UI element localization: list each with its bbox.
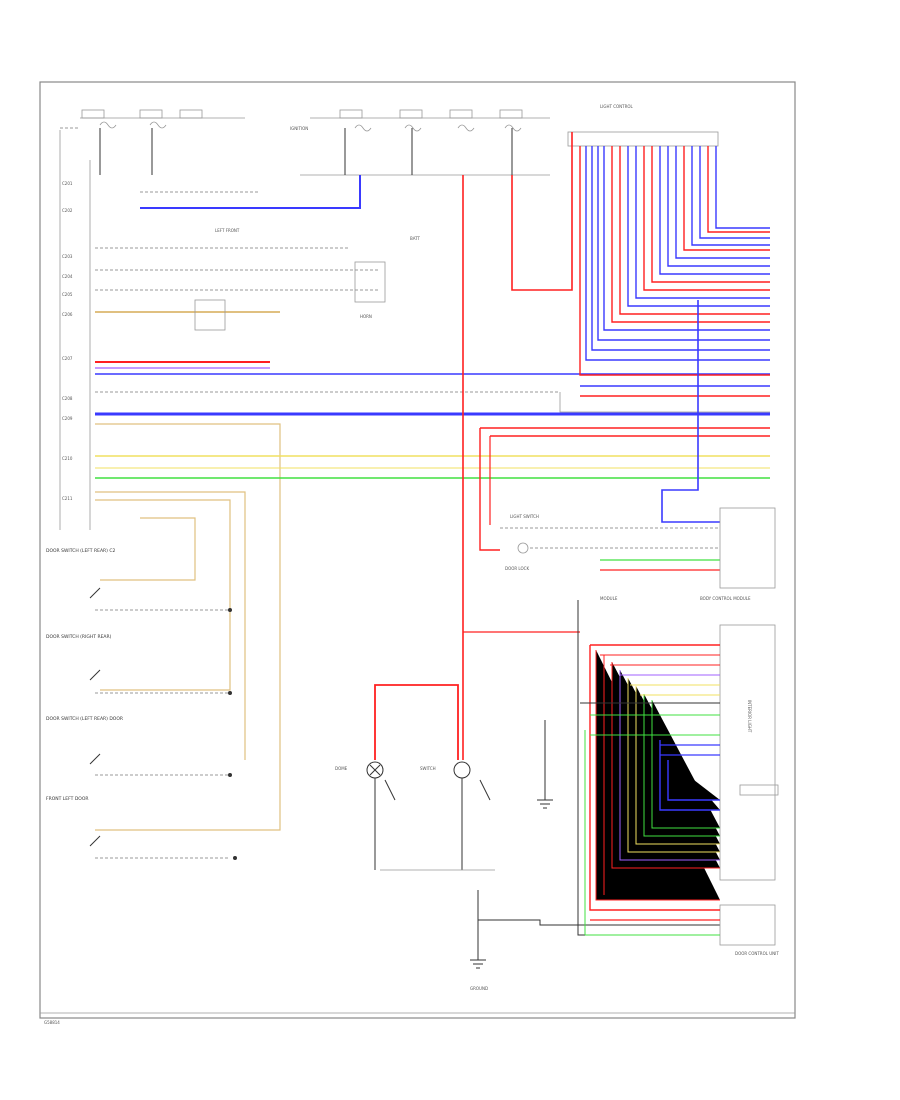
svg-text:C211: C211 xyxy=(62,496,73,501)
svg-text:DOOR SWITCH (RIGHT REAR): DOOR SWITCH (RIGHT REAR) xyxy=(46,634,112,640)
module-interior-light: INTERIOR LIGHT xyxy=(719,624,779,881)
harness-lower-right xyxy=(577,600,720,936)
footer-code: G58814 xyxy=(44,1020,60,1025)
svg-text:C203: C203 xyxy=(62,254,73,259)
left-switches: DOOR SWITCH (LEFT REAR) C2 DOOR SWITCH (… xyxy=(46,548,237,860)
svg-text:C207: C207 xyxy=(62,356,73,361)
svg-text:SWITCH: SWITCH xyxy=(420,766,436,771)
svg-text:LIGHT CONTROL: LIGHT CONTROL xyxy=(600,104,634,109)
svg-text:FRONT LEFT DOOR: FRONT LEFT DOOR xyxy=(46,796,89,802)
connector-top-right: LIGHT CONTROL xyxy=(567,104,719,147)
svg-text:C204: C204 xyxy=(62,274,73,279)
svg-text:DOOR CONTROL UNIT: DOOR CONTROL UNIT xyxy=(735,951,779,956)
fuse-block-top xyxy=(60,109,550,176)
svg-text:LEFT FRONT: LEFT FRONT xyxy=(215,228,240,233)
svg-text:BODY CONTROL MODULE: BODY CONTROL MODULE xyxy=(700,596,751,601)
svg-text:C202: C202 xyxy=(62,208,73,213)
svg-text:MODULE: MODULE xyxy=(600,596,618,601)
svg-text:C201: C201 xyxy=(62,181,73,186)
svg-text:C210: C210 xyxy=(62,456,73,461)
svg-text:C205: C205 xyxy=(62,292,73,297)
svg-text:BATT: BATT xyxy=(410,236,421,241)
module-door-control: DOOR CONTROL UNIT xyxy=(719,904,779,956)
svg-text:IGNITION: IGNITION xyxy=(290,126,308,131)
svg-text:DOOR LOCK: DOOR LOCK xyxy=(505,566,529,571)
center-relay: LIGHT SWITCH DOOR LOCK xyxy=(500,514,720,571)
svg-text:C209: C209 xyxy=(62,416,73,421)
lamp-symbol: DOME xyxy=(335,761,384,779)
module-body-control: BODY CONTROL MODULE xyxy=(700,507,776,601)
svg-text:DOOR SWITCH (LEFT REAR) C2: DOOR SWITCH (LEFT REAR) C2 xyxy=(46,548,115,554)
svg-text:LIGHT SWITCH: LIGHT SWITCH xyxy=(510,514,539,519)
svg-text:GROUND: GROUND xyxy=(470,986,488,991)
harness-right xyxy=(479,146,770,551)
svg-text:DOME: DOME xyxy=(335,766,348,771)
left-connector-column: C201 C202 C203 C204 C205 C206 C207 C208 … xyxy=(59,130,91,530)
svg-text:HORN: HORN xyxy=(360,314,372,319)
svg-text:INTERIOR LIGHT: INTERIOR LIGHT xyxy=(747,700,752,733)
diagram-frame xyxy=(39,81,796,1019)
svg-text:DOOR SWITCH (LEFT REAR) DOOR: DOOR SWITCH (LEFT REAR) DOOR xyxy=(46,716,123,722)
svg-text:C206: C206 xyxy=(62,312,73,317)
svg-text:C208: C208 xyxy=(62,396,73,401)
wire-blue-top xyxy=(140,175,361,209)
door-switch-symbol: SWITCH xyxy=(374,761,491,870)
